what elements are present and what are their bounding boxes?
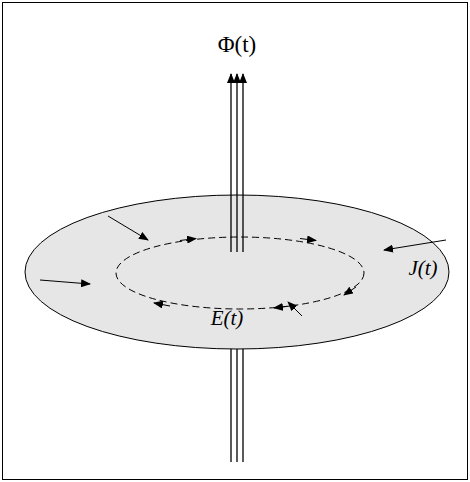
field-arrows [154, 239, 356, 309]
flux-lines-upper [231, 74, 243, 252]
current-label: J(t) [408, 258, 437, 279]
field-label: E(t) [211, 308, 244, 329]
frame [3, 3, 468, 480]
field-loop [116, 237, 364, 309]
flux-label: Φ(t) [218, 33, 257, 56]
flux-lines-lower [231, 348, 243, 462]
